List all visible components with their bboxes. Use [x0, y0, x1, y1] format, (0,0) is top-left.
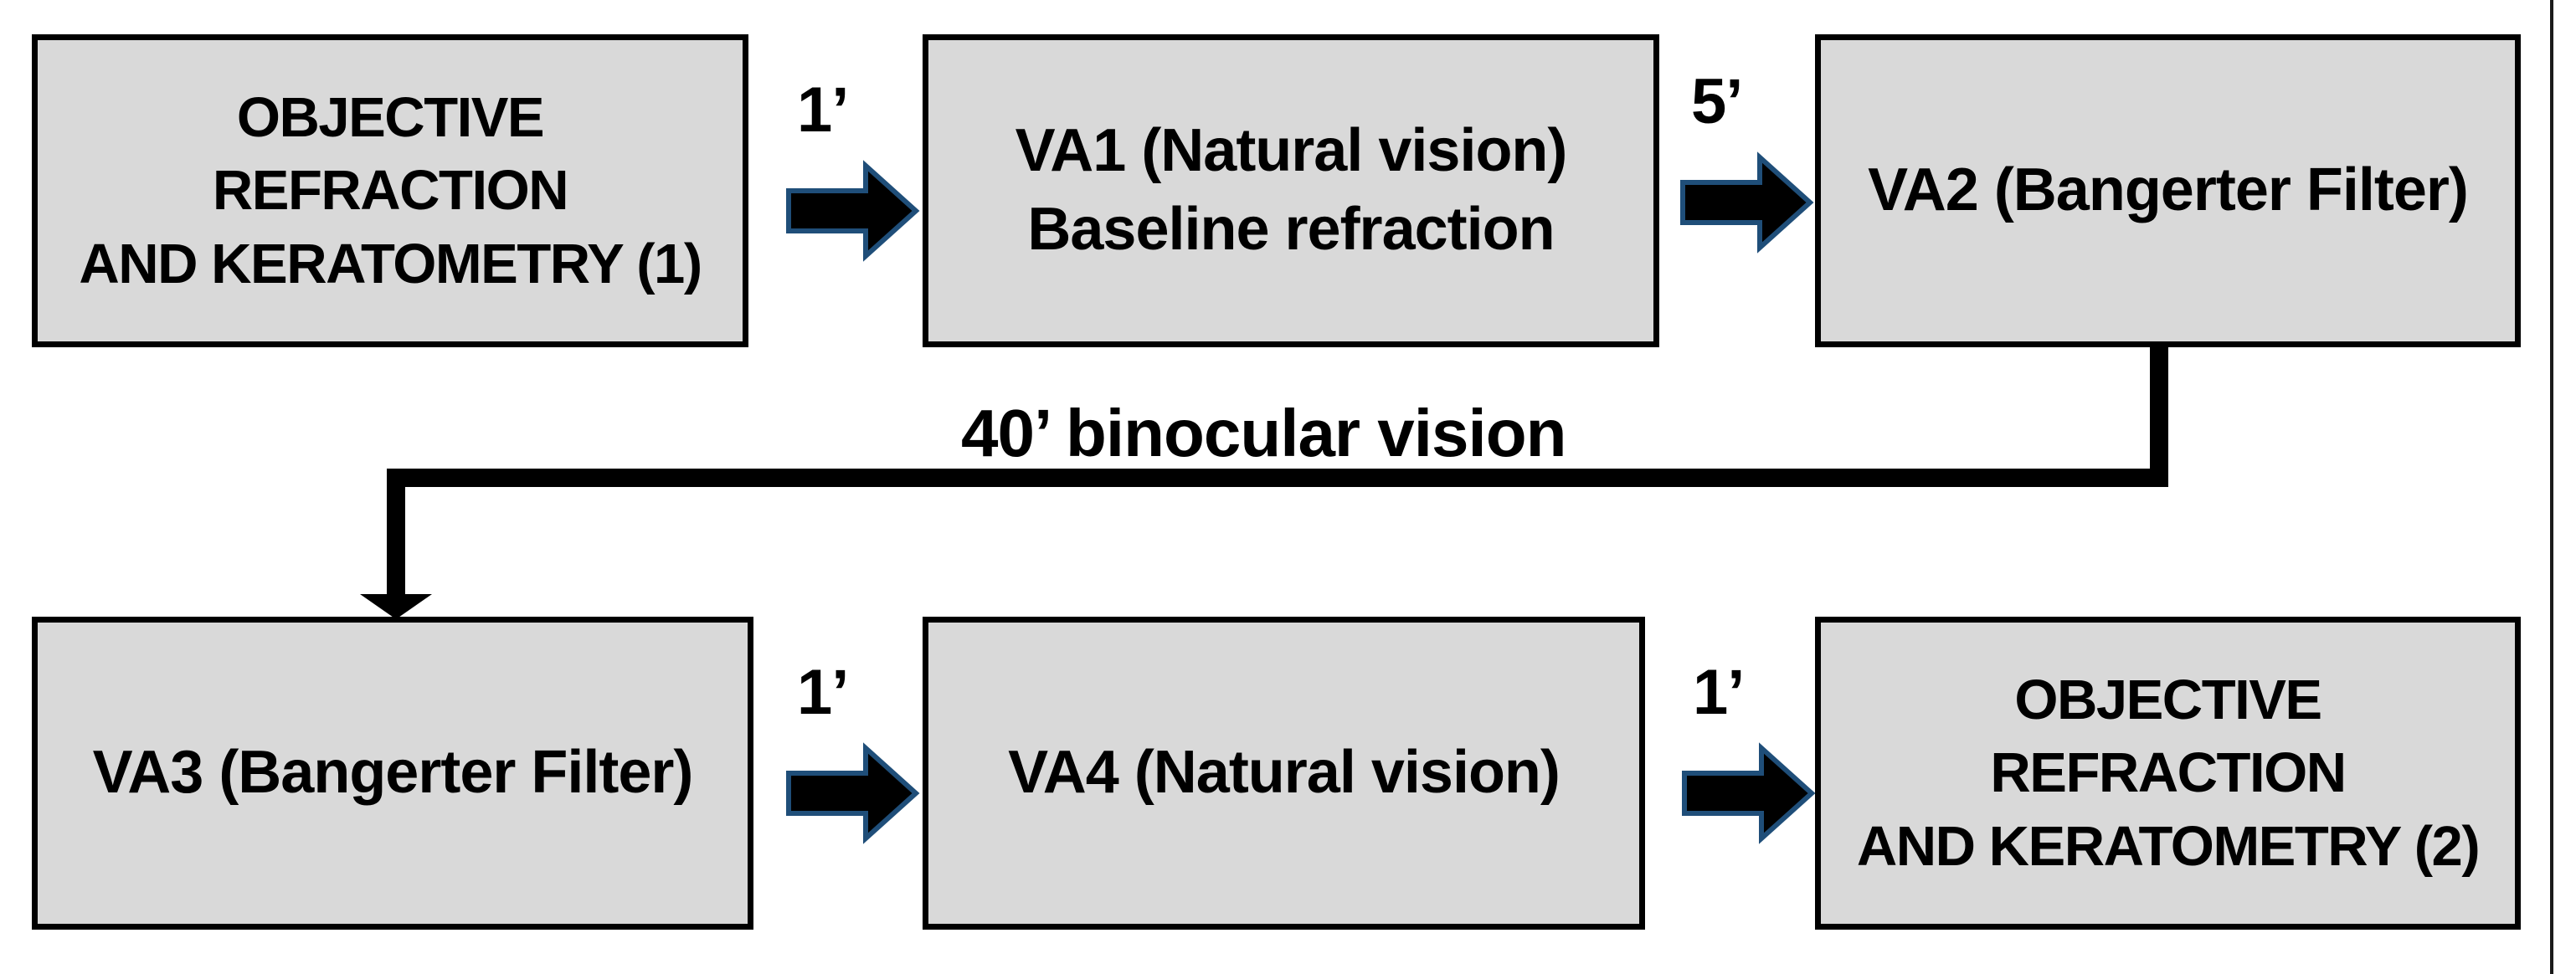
- node-label-line2: AND KERATOMETRY (2): [1856, 814, 2481, 878]
- arrow-4-duration-label: 1’: [1693, 657, 1745, 728]
- arrow-4-block-arrow-right[interactable]: [1681, 742, 1816, 844]
- arrow-1-block-arrow-right[interactable]: [785, 160, 920, 262]
- node-label: VA3 (Bangerter Filter): [92, 734, 694, 813]
- node-label-line1: VA2 (Bangerter Filter): [1868, 156, 2469, 224]
- node-label-line1: VA4 (Natural vision): [1008, 739, 1561, 807]
- node-label-line1: OBJECTIVE REFRACTION: [1990, 669, 2347, 805]
- arrow-3-duration-label: 1’: [797, 657, 849, 728]
- node-label: VA2 (Bangerter Filter): [1868, 151, 2469, 230]
- node-va2-bangerter-filter[interactable]: VA2 (Bangerter Filter): [1815, 34, 2521, 347]
- arrow-2-duration-label: 5’: [1691, 66, 1743, 137]
- node-label-line1: VA3 (Bangerter Filter): [92, 739, 694, 807]
- arrow-3-block-arrow-right[interactable]: [785, 742, 920, 844]
- node-label: VA1 (Natural vision) Baseline refraction: [1015, 112, 1568, 269]
- arrow-elbow-va2-to-va3[interactable]: [352, 343, 2193, 619]
- page-border-rule: [2550, 0, 2553, 974]
- node-va4-natural-vision[interactable]: VA4 (Natural vision): [923, 617, 1645, 930]
- node-label: VA4 (Natural vision): [1008, 734, 1561, 813]
- arrow-elbow-label: 40’ binocular vision: [961, 396, 1566, 470]
- node-label-line2: Baseline refraction: [1027, 196, 1555, 263]
- node-label: OBJECTIVE REFRACTION AND KERATOMETRY (1): [56, 81, 724, 300]
- node-va1-natural-vision[interactable]: VA1 (Natural vision) Baseline refraction: [923, 34, 1659, 347]
- arrow-2-block-arrow-right[interactable]: [1679, 151, 1814, 254]
- node-label-line2: AND KERATOMETRY (1): [79, 232, 702, 295]
- node-objective-refraction-keratometry-2[interactable]: OBJECTIVE REFRACTION AND KERATOMETRY (2): [1815, 617, 2521, 930]
- node-label: OBJECTIVE REFRACTION AND KERATOMETRY (2): [1839, 664, 2496, 882]
- node-label-line1: OBJECTIVE REFRACTION: [212, 86, 569, 223]
- node-label-line1: VA1 (Natural vision): [1015, 117, 1568, 185]
- arrow-1-duration-label: 1’: [797, 74, 849, 146]
- node-objective-refraction-keratometry-1[interactable]: OBJECTIVE REFRACTION AND KERATOMETRY (1): [32, 34, 748, 347]
- node-va3-bangerter-filter[interactable]: VA3 (Bangerter Filter): [32, 617, 753, 930]
